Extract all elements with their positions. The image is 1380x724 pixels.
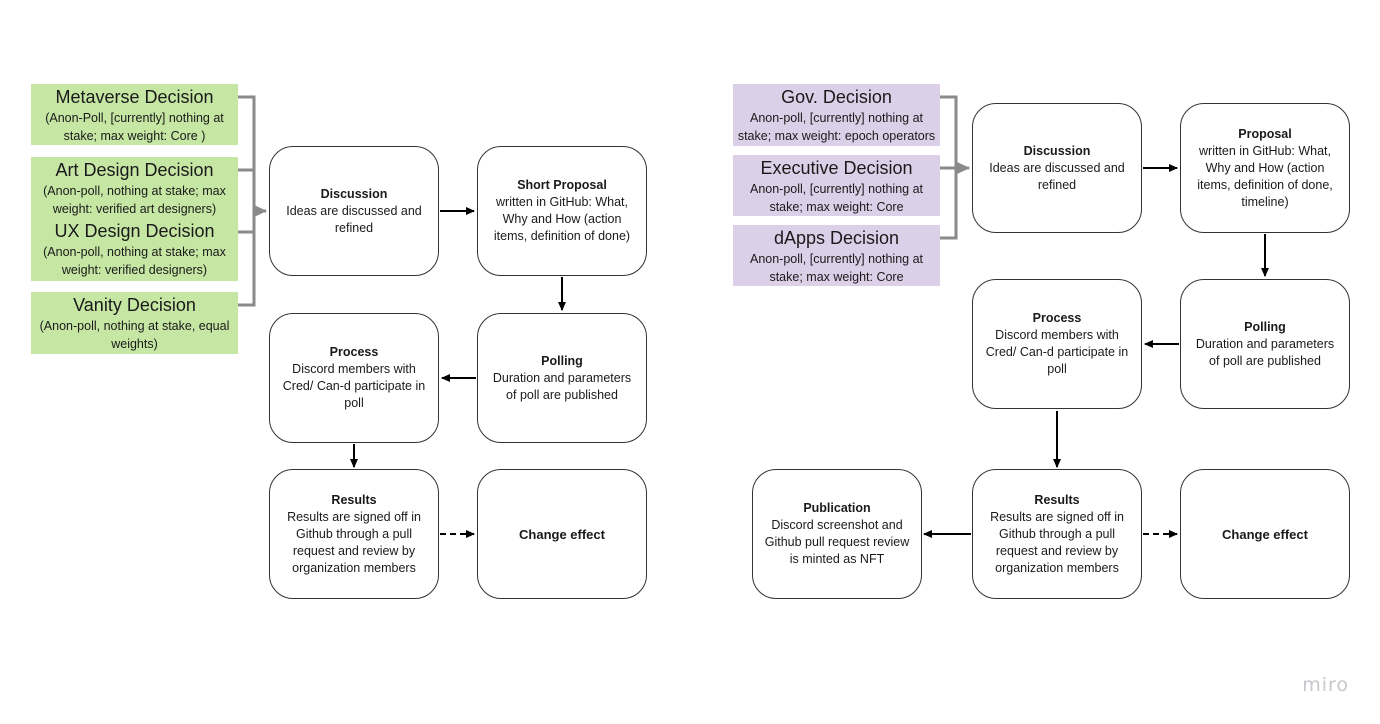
right-proposal-box[interactable]: Proposal written in GitHub: What, Why an…	[1180, 103, 1350, 233]
decision-gov[interactable]: Gov. Decision Anon-poll, [currently] not…	[733, 84, 940, 146]
decision-desc: (Anon-Poll, [currently] nothing at stake…	[45, 111, 224, 143]
decision-dapps[interactable]: dApps Decision Anon-poll, [currently] no…	[733, 225, 940, 286]
left-discussion-box[interactable]: Discussion Ideas are discussed and refin…	[269, 146, 439, 276]
decision-vanity[interactable]: Vanity Decision (Anon-poll, nothing at s…	[31, 292, 238, 354]
step-desc: Discord members with Cred/ Can-d partici…	[985, 328, 1129, 376]
decision-executive[interactable]: Executive Decision Anon-poll, [currently…	[733, 155, 940, 216]
right-bracket	[940, 95, 970, 240]
step-desc: Ideas are discussed and refined	[286, 203, 422, 235]
right-publication-box[interactable]: Publication Discord screenshot and Githu…	[752, 469, 922, 599]
step-title: Change effect	[1222, 526, 1308, 542]
decision-title: Gov. Decision	[781, 87, 892, 107]
step-title: Publication	[803, 501, 871, 515]
decision-title: UX Design Decision	[54, 221, 215, 241]
step-title: Process	[329, 345, 379, 359]
left-bracket	[238, 95, 267, 307]
step-desc: written in GitHub: What, Why and How (ac…	[493, 195, 631, 243]
step-title: Discussion	[1023, 143, 1091, 158]
step-title: Discussion	[320, 186, 388, 201]
decision-ux-design[interactable]: UX Design Decision (Anon-poll, nothing a…	[31, 218, 238, 281]
decision-title: Art Design Decision	[55, 160, 214, 180]
step-title: Short Proposal	[517, 178, 607, 192]
step-title: Polling	[541, 353, 583, 368]
step-desc: Results are signed off in Github through…	[990, 509, 1124, 575]
decision-desc: Anon-poll, [currently] nothing at stake;…	[749, 252, 924, 284]
step-title: Results	[331, 492, 377, 507]
right-process-box[interactable]: Process Discord members with Cred/ Can-d…	[972, 279, 1142, 409]
step-title: Proposal	[1238, 126, 1292, 141]
left-results-box[interactable]: Results Results are signed off in Github…	[269, 469, 439, 599]
decision-title: Executive Decision	[760, 158, 913, 178]
step-desc: Duration and parameters of poll are publ…	[492, 370, 632, 402]
step-desc: written in GitHub: What, Why and How (ac…	[1197, 143, 1333, 209]
decision-desc: (Anon-poll, nothing at stake, equal weig…	[39, 319, 230, 351]
step-title: Results	[1034, 492, 1080, 507]
left-change-box[interactable]: Change effect	[477, 469, 647, 599]
decision-title: dApps Decision	[773, 228, 900, 248]
right-discussion-box[interactable]: Discussion Ideas are discussed and refin…	[972, 103, 1142, 233]
step-desc: Discord members with Cred/ Can-d partici…	[282, 362, 426, 410]
step-title: Polling	[1244, 319, 1286, 334]
decision-desc: (Anon-poll, nothing at stake; max weight…	[43, 184, 226, 216]
left-polling-box[interactable]: Polling Duration and parameters of poll …	[477, 313, 647, 443]
right-results-box[interactable]: Results Results are signed off in Github…	[972, 469, 1142, 599]
right-polling-box[interactable]: Polling Duration and parameters of poll …	[1180, 279, 1350, 409]
step-title: Process	[1032, 311, 1082, 325]
step-desc: Duration and parameters of poll are publ…	[1195, 336, 1335, 368]
step-desc: Discord screenshot and Github pull reque…	[764, 518, 910, 566]
decision-art-design[interactable]: Art Design Decision (Anon-poll, nothing …	[31, 157, 238, 218]
step-title: Change effect	[519, 526, 605, 542]
decision-metaverse[interactable]: Metaverse Decision (Anon-Poll, [currentl…	[31, 84, 238, 145]
decision-desc: (Anon-poll, nothing at stake; max weight…	[43, 245, 226, 277]
step-desc: Results are signed off in Github through…	[287, 509, 421, 575]
miro-watermark: miro	[1302, 674, 1349, 696]
left-process-box[interactable]: Process Discord members with Cred/ Can-d…	[269, 313, 439, 443]
decision-desc: Anon-poll, [currently] nothing at stake;…	[749, 182, 924, 214]
right-change-box[interactable]: Change effect	[1180, 469, 1350, 599]
decision-title: Vanity Decision	[73, 295, 196, 315]
decision-desc: Anon-poll, [currently] nothing at stake;…	[737, 111, 936, 143]
left-proposal-box[interactable]: Short Proposal written in GitHub: What, …	[477, 146, 647, 276]
decision-title: Metaverse Decision	[55, 87, 214, 107]
step-desc: Ideas are discussed and refined	[989, 160, 1125, 192]
